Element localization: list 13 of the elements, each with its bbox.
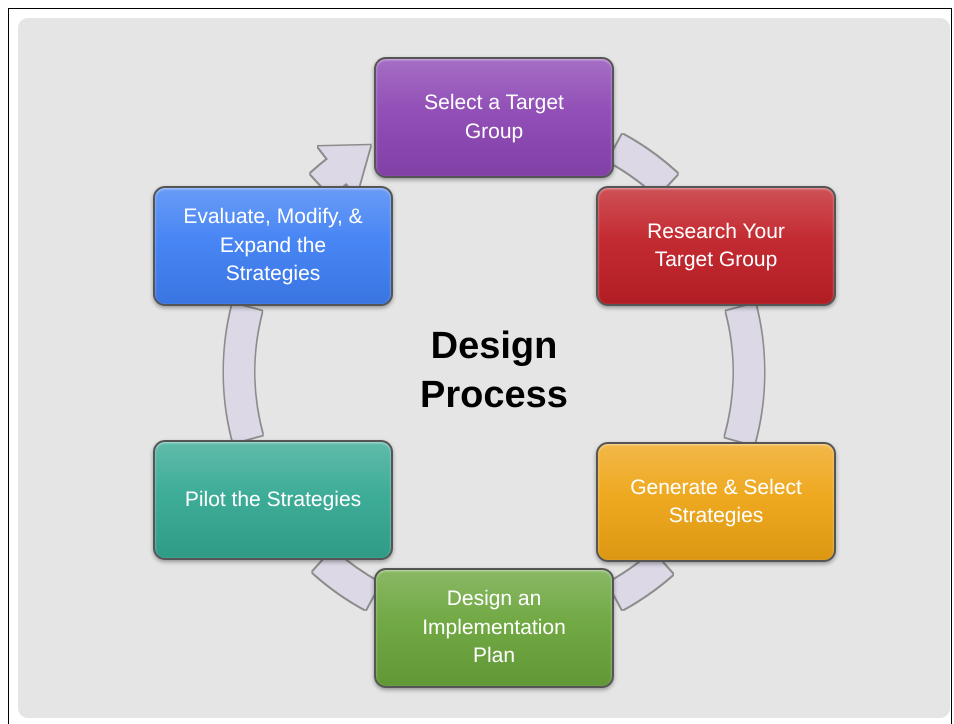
step-label: Select a Target Group — [423, 90, 565, 144]
process-box — [374, 57, 614, 178]
step-label: Evaluate, Modify, & Expand the Strategies — [182, 204, 364, 288]
step-label: Research Your Target Group — [646, 218, 786, 273]
process-box — [374, 568, 614, 688]
diagram-title: Design Process — [419, 324, 569, 418]
step-label: Design an Implementation Plan — [421, 586, 567, 670]
process-box — [596, 442, 836, 562]
process-box — [596, 186, 836, 306]
step-label: Pilot the Strategies — [184, 486, 362, 513]
step-label: Generate & Select Strategies — [629, 474, 803, 529]
process-box — [153, 186, 393, 306]
process-box — [153, 440, 393, 560]
